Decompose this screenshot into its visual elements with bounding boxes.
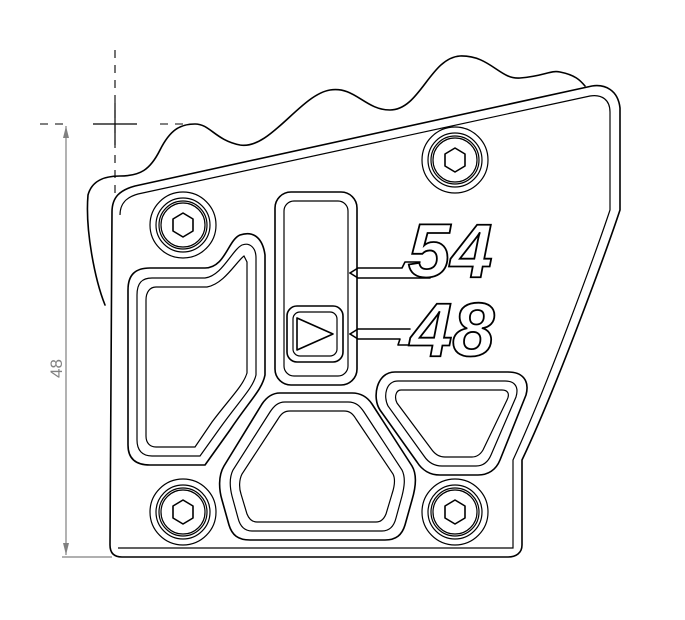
plate-inner-edge [118, 95, 611, 549]
play-triangle-icon [286, 305, 344, 363]
dimension-48: 48 [47, 126, 112, 558]
bolt-bottom-right [421, 478, 489, 546]
center-hex-pocket [218, 392, 417, 541]
right-trapezoid-pocket [375, 371, 528, 476]
engraved-label-54: 54 [408, 209, 493, 294]
label-leaders [349, 261, 431, 346]
bolt-top-left [149, 191, 217, 259]
bolt-bottom-left [149, 478, 217, 546]
plate-outline [109, 84, 621, 558]
centerline-crosshair [40, 50, 185, 195]
engraved-label-48: 48 [408, 288, 495, 373]
center-slot [274, 191, 358, 386]
dimension-label: 48 [47, 359, 66, 378]
background-wave-outline [86, 55, 586, 306]
bolt-top-right [421, 126, 489, 194]
left-pocket [127, 233, 266, 466]
